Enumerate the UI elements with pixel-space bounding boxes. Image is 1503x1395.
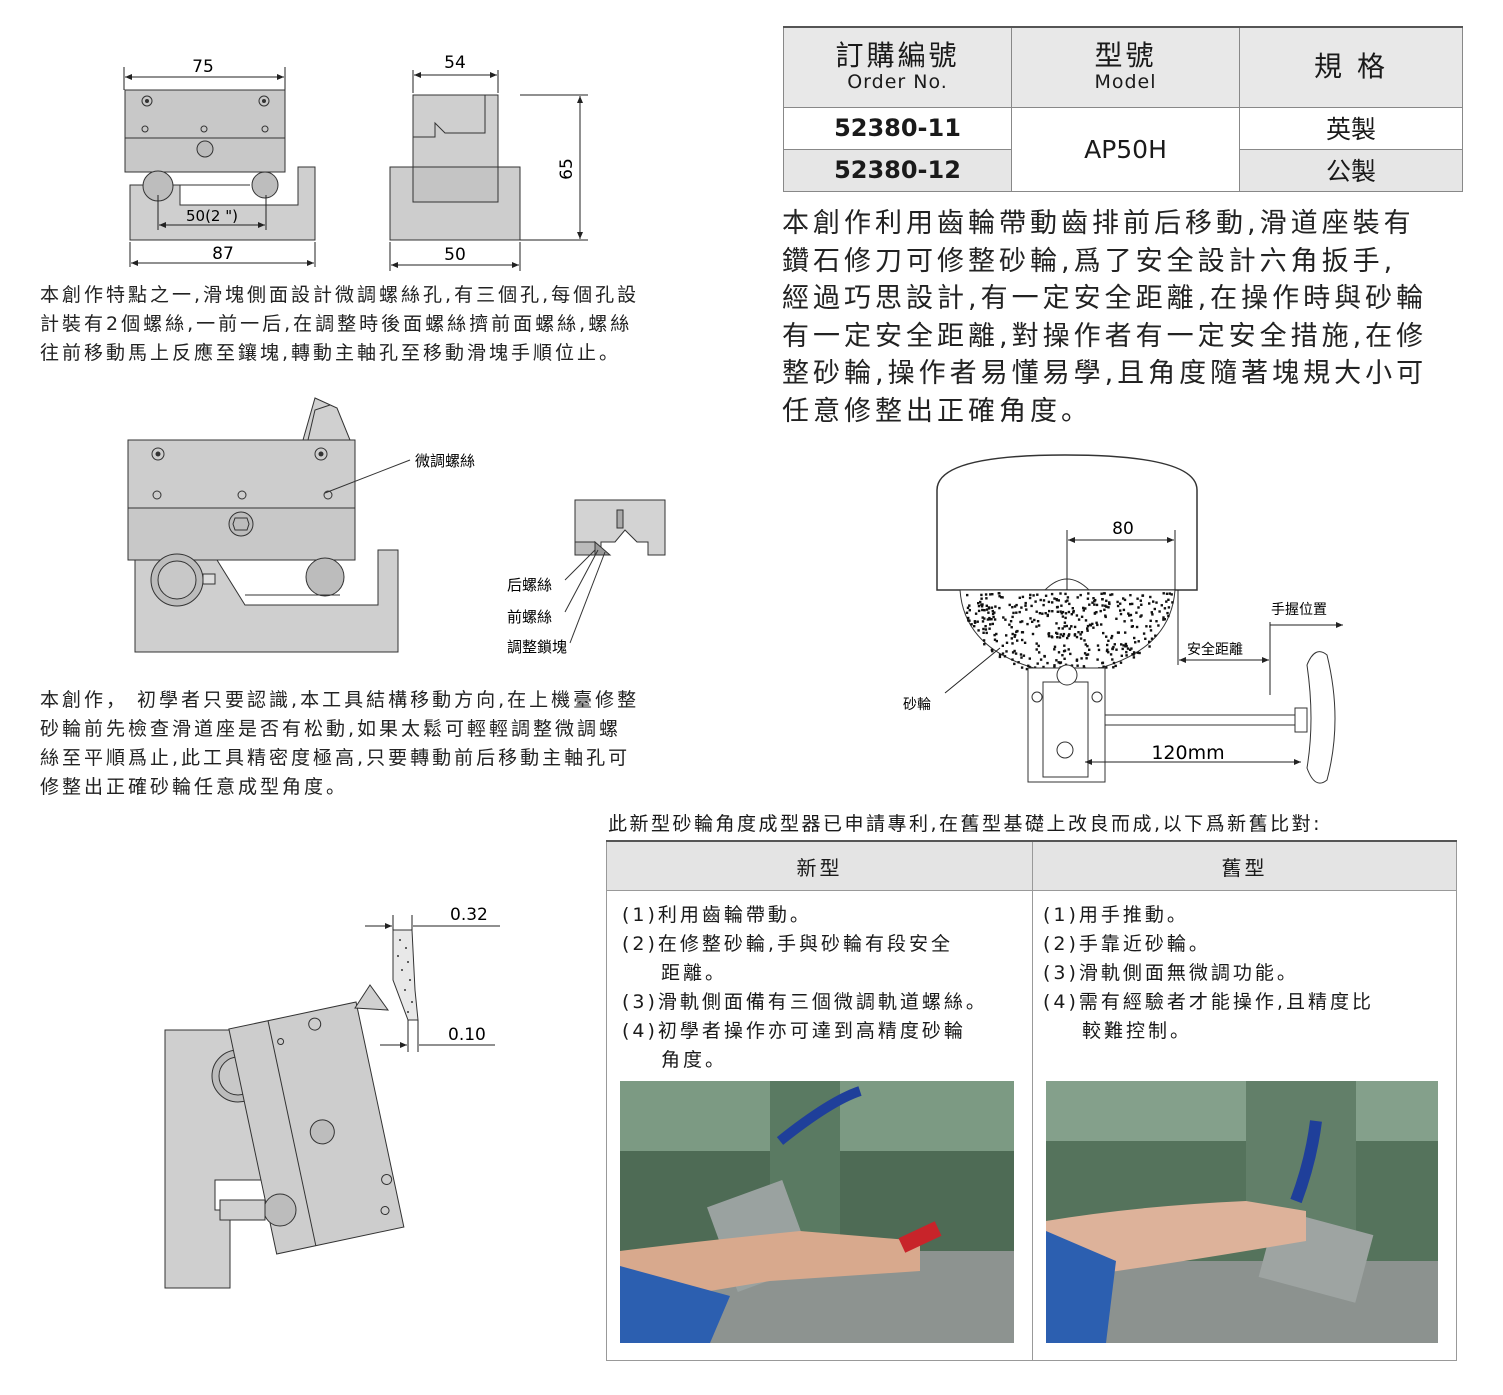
patent-note: 此新型砂輪角度成型器已申請專利,在舊型基礎上改良而成,以下爲新舊比對: [608,813,1322,835]
list-item: (4)初學者操作亦可達到高精度砂輪 [622,1020,966,1042]
angle-tool-drawing: 0.32 0.10 [164,905,500,1289]
list-item: (2)手靠近砂輪。 [1043,933,1211,955]
model-cell: AP50H [1011,106,1240,192]
list-item: (3)滑軌側面無微調功能。 [1043,962,1299,984]
list-item: (2)在修整砂輪,手與砂輪有段安全 [622,933,953,955]
dim-54-label: 54 [444,53,466,73]
feature-paragraph-3: 本創作利用齒輪帶動齒排前后移動,滑道座裝有 鑽石修刀可修整砂輪,爲了安全設計六角… [782,208,1428,427]
order-no-cell: 52380-12 [783,148,1012,192]
dim-50-2in-label: 50(2 ") [186,207,238,225]
dim-010-label: 0.10 [448,1025,486,1045]
safe-distance-label: 安全距離 [1187,641,1243,658]
dim-032-label: 0.32 [450,905,488,925]
list-item: 距離。 [661,962,728,984]
dim-50-label: 50 [444,245,466,265]
grinding-wheel-label: 砂輪 [903,696,931,713]
old-model-list: (1)用手推動。 (2)手靠近砂輪。 (3)滑軌側面無微調功能。 (4)需有經驗… [1033,901,1456,1046]
header-model: 型號 Model [1011,26,1240,108]
new-model-header: 新型 [606,840,1033,891]
dim-75-label: 75 [192,57,214,77]
list-item: (1)用手推動。 [1043,904,1189,926]
old-model-photo [1046,1081,1438,1343]
list-item: (1)利用齒輪帶動。 [622,904,812,926]
feature-paragraph-2: 本創作， 初學者只要認識,本工具結構移動方向,在上機臺修整 砂輪前先檢查滑道座是… [40,689,640,798]
feature-paragraph-1: 本創作特點之一,滑塊側面設計微調螺絲孔,有三個孔,每個孔設 計裝有2個螺絲,一前… [40,284,640,364]
grip-position-label: 手握位置 [1271,602,1327,618]
dim-65-label: 65 [557,158,577,180]
safety-distance-drawing: 80 安全距離 手握位置 120mm 砂輪 [903,454,1343,784]
new-model-photo [620,1081,1014,1343]
spec-cell: 英製 [1239,106,1463,150]
dim-87-label: 87 [212,244,234,264]
top-dimension-drawing: 75 50(2 ") 87 54 65 50 [123,53,588,271]
old-model-header: 舊型 [1032,840,1457,891]
fine-screw-drawing: 微調螺絲 后螺絲 前螺絲 調整鎖塊 [127,397,666,656]
order-table: 訂購編號 Order No. 型號 Model 規 格 52380-11 AP5… [783,26,1463,192]
header-order-no: 訂購編號 Order No. [783,26,1012,108]
dim-80-label: 80 [1112,519,1134,539]
fine-screw-label: 微調螺絲 [415,452,475,470]
order-no-cell: 52380-11 [783,106,1012,150]
new-model-list: (1)利用齒輪帶動。 (2)在修整砂輪,手與砂輪有段安全 距離。 (3)滑軌側面… [607,901,1032,1075]
rear-screw-label: 后螺絲 [507,576,552,594]
list-item: 較難控制。 [1082,1020,1193,1042]
list-item: (4)需有經驗者才能操作,且精度比 [1043,991,1374,1013]
spec-cell: 公製 [1239,148,1463,192]
lock-block-label: 調整鎖塊 [507,638,567,656]
list-item: (3)滑軌側面備有三個微調軌道螺絲。 [622,991,988,1013]
list-item: 角度。 [661,1049,728,1071]
header-spec: 規 格 [1239,26,1463,108]
dim-120mm-label: 120mm [1151,742,1224,764]
front-screw-label: 前螺絲 [507,608,552,626]
